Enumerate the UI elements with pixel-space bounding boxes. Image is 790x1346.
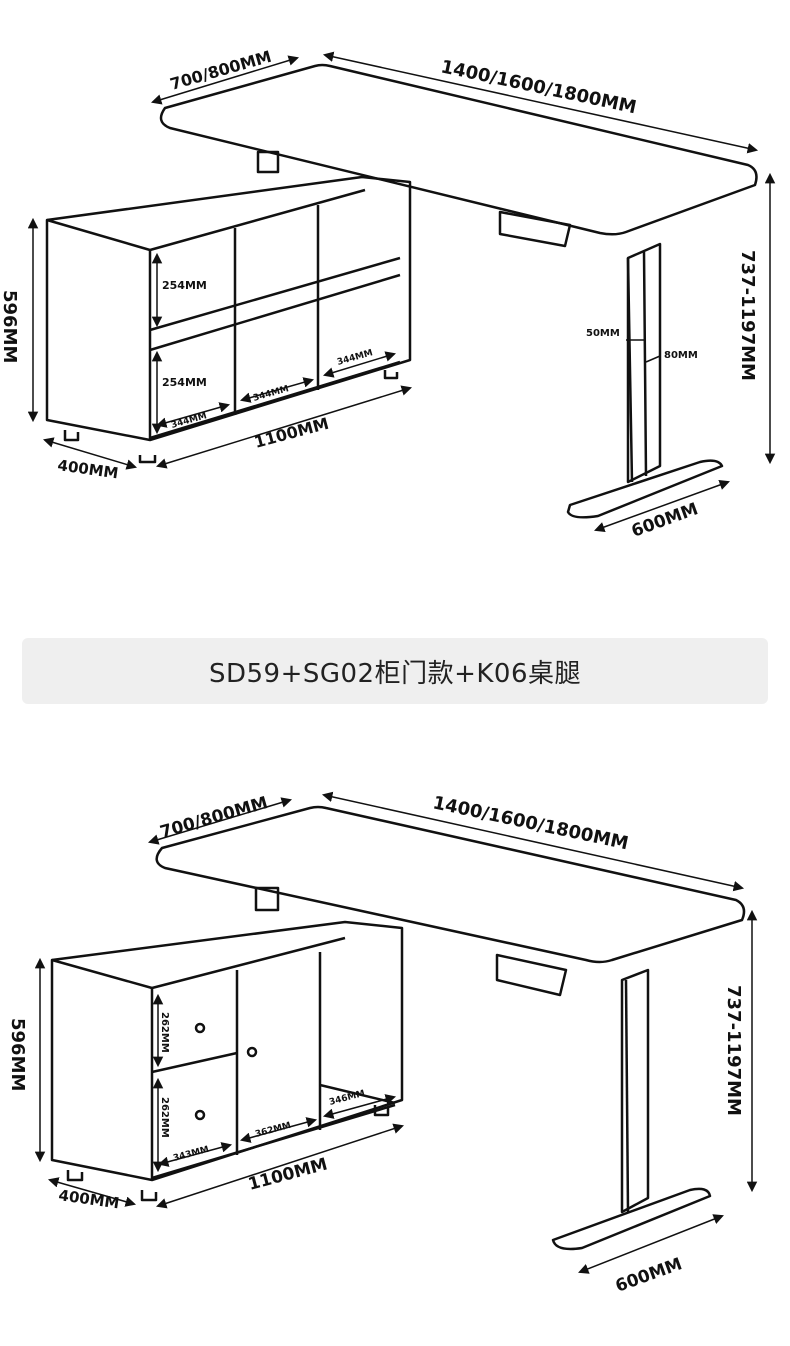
desk-width-label: 1400/1600/1800MM [431,792,630,854]
drawer-height-lower-label: 262MM [159,1097,170,1138]
compartment-width-3-label: 344MM [336,348,374,368]
desk-leg [626,242,662,484]
desk-height-label: 737-1197MM [737,250,758,381]
leg-depth-label: 80MM [664,350,698,361]
foot-length-label: 600MM [613,1254,685,1297]
desk-leg [620,968,650,1214]
leg-width-label: 50MM [586,328,620,339]
cabinet-outline [45,175,412,442]
cabinet-width-label: 1100MM [252,414,331,452]
desk-drawing-open-shelves: 700/800MM 1400/1600/1800MM 737-1197MM 59… [0,47,776,542]
desktop-surface [159,63,758,236]
variant-title: SD59+SG02柜门款+K06桌腿 [208,658,582,689]
desk-depth-label: 700/800MM [158,793,270,843]
shelf-height-upper-label: 254MM [162,279,207,292]
desk-height-label: 737-1197MM [723,985,744,1116]
shelf-height-lower-label: 254MM [162,376,207,389]
cabinet-height-label: 596MM [0,290,20,363]
drawer-height-upper-label: 262MM [159,1012,170,1053]
desk-diagram-cabinet-doors: 700/800MM 1400/1600/1800MM 737-1197MM 59… [0,760,790,1346]
cabinet-height-label: 596MM [7,1018,28,1091]
desk-drawing-cabinet-doors: 700/800MM 1400/1600/1800MM 737-1197MM 59… [7,791,758,1297]
desk-diagram-open-shelves: 700/800MM 1400/1600/1800MM 737-1197MM 59… [0,0,790,600]
variant-title-banner: SD59+SG02柜门款+K06桌腿 [22,638,768,704]
cabinet-depth-label: 400MM [57,1186,120,1212]
cabinet-width-label: 1100MM [246,1155,330,1195]
desktop-surface [155,805,746,964]
cabinet-outline [50,920,404,1182]
